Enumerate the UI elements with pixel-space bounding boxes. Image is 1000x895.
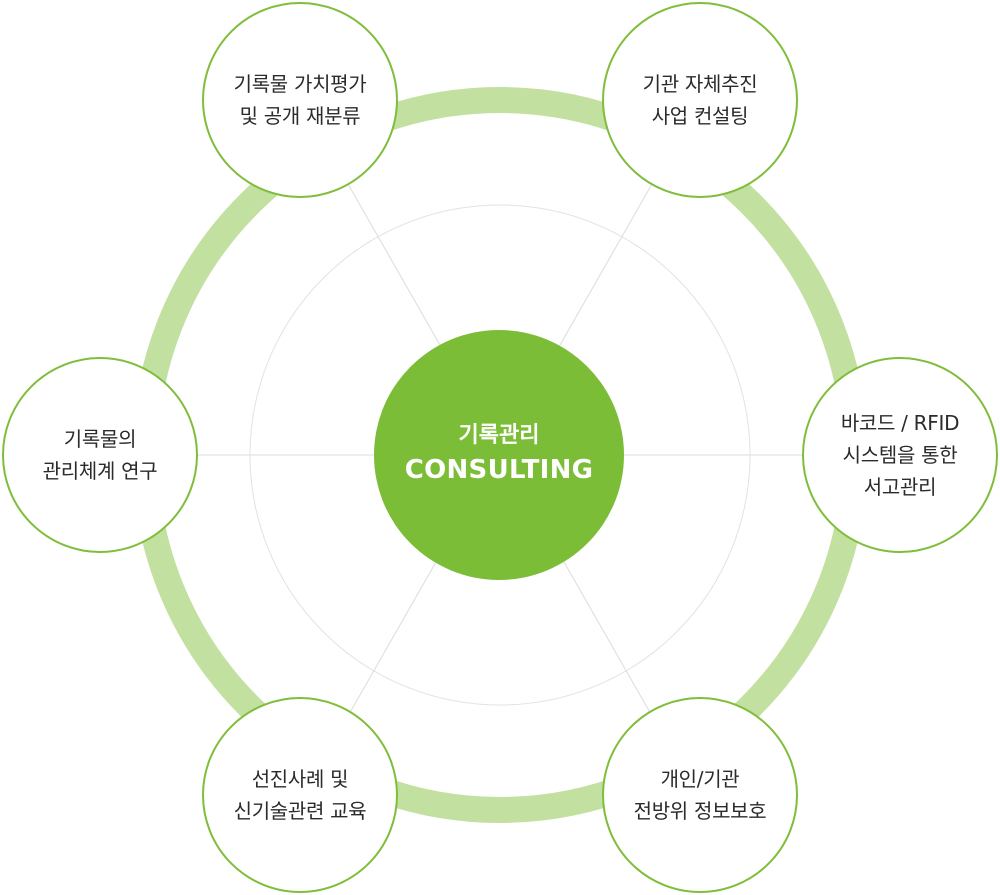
node-label: 개인/기관 전방위 정보보호	[633, 767, 767, 823]
center-circle: 기록관리 CONSULTING	[374, 330, 624, 580]
node-management-research: 기록물의 관리체계 연구	[2, 357, 198, 553]
node-rfid-storage: 바코드 / RFID 시스템을 통한 서고관리	[802, 357, 998, 553]
node-label: 바코드 / RFID 시스템을 통한 서고관리	[840, 411, 960, 499]
node-label: 기록물의 관리체계 연구	[42, 427, 158, 483]
node-label: 기관 자체추진 사업 컨설팅	[642, 72, 758, 128]
node-technology-education: 선진사례 및 신기술관련 교육	[202, 697, 398, 893]
center-title: 기록관리	[458, 423, 540, 449]
node-label: 기록물 가치평가 및 공개 재분류	[233, 72, 367, 128]
node-information-protection: 개인/기관 전방위 정보보호	[602, 697, 798, 893]
node-label: 선진사례 및 신기술관련 교육	[233, 767, 367, 823]
node-records-appraisal: 기록물 가치평가 및 공개 재분류	[202, 2, 398, 198]
node-project-consulting: 기관 자체추진 사업 컨설팅	[602, 2, 798, 198]
center-subtitle: CONSULTING	[404, 455, 594, 486]
